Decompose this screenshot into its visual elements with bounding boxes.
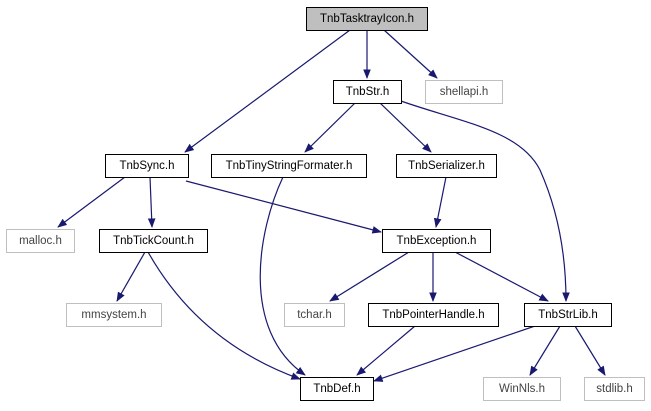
node-label: tchar.h <box>297 309 332 321</box>
node-WinNls: WinNls.h <box>483 377 561 401</box>
node-TnbStrLib[interactable]: TnbStrLib.h <box>524 303 612 327</box>
edge-TnbStr-to-TnbSerializer <box>379 102 432 153</box>
node-label: TnbSerializer.h <box>408 160 485 172</box>
node-TnbException[interactable]: TnbException.h <box>382 229 491 253</box>
node-box <box>105 154 189 178</box>
node-box <box>333 80 402 104</box>
edge-TnbSync-to-TnbTickCount <box>147 176 156 228</box>
node-tchar: tchar.h <box>284 303 345 327</box>
node-label: TnbTickCount.h <box>113 235 194 247</box>
edge-TnbTickCount-to-TnbDef <box>147 251 301 380</box>
node-box <box>300 377 374 401</box>
node-TnbPointerHandle[interactable]: TnbPointerHandle.h <box>368 303 499 327</box>
edge-TnbSerializer-to-TnbException <box>433 176 447 228</box>
edge-TnbStr-to-TnbStrLib <box>397 99 570 302</box>
node-TnbTinyStringFormater[interactable]: TnbTinyStringFormater.h <box>211 154 367 178</box>
edge-TnbTasktrayIcon-to-shellapi <box>383 29 438 79</box>
node-label: TnbTinyStringFormater.h <box>226 160 353 172</box>
node-box <box>6 229 75 253</box>
node-TnbTickCount[interactable]: TnbTickCount.h <box>99 229 208 253</box>
node-malloc: malloc.h <box>6 229 75 253</box>
node-box <box>524 303 612 327</box>
node-box <box>99 229 208 253</box>
node-label: TnbTasktrayIcon.h <box>320 13 414 25</box>
node-box <box>306 7 428 31</box>
node-box <box>66 303 162 327</box>
edge-TnbTinyStringFormater-to-TnbDef <box>259 176 306 376</box>
edge-TnbSync-to-TnbException <box>185 180 382 234</box>
node-TnbStr[interactable]: TnbStr.h <box>333 80 402 104</box>
edge-TnbPointerHandle-to-TnbDef <box>356 325 416 376</box>
node-shellapi: shellapi.h <box>425 80 503 104</box>
node-label: TnbDef.h <box>313 383 360 395</box>
edge-TnbTickCount-to-mmsystem <box>116 251 146 302</box>
node-box <box>211 154 367 178</box>
node-TnbSync[interactable]: TnbSync.h <box>105 154 189 178</box>
node-box <box>483 377 561 401</box>
edge-TnbStrLib-to-WinNls <box>529 325 561 376</box>
node-mmsystem: mmsystem.h <box>66 303 162 327</box>
node-label: TnbException.h <box>397 235 477 247</box>
edge-TnbException-to-TnbStrLib <box>454 251 549 302</box>
node-label: TnbPointerHandle.h <box>382 309 484 321</box>
edge-TnbException-to-tchar <box>329 251 410 302</box>
node-label: TnbStrLib.h <box>538 309 597 321</box>
edge-TnbStrLib-to-TnbDef <box>373 325 536 382</box>
edge-TnbStrLib-to-stdlib <box>574 325 606 376</box>
node-label: TnbSync.h <box>120 160 175 172</box>
node-box <box>382 229 491 253</box>
edge-TnbStr-to-TnbTinyStringFormater <box>304 102 356 153</box>
node-label: stdlib.h <box>596 383 632 395</box>
node-label: shellapi.h <box>440 86 489 98</box>
node-box <box>584 377 645 401</box>
node-label: WinNls.h <box>499 383 545 395</box>
node-label: mmsystem.h <box>81 309 146 321</box>
node-label: TnbStr.h <box>346 86 389 98</box>
node-label: malloc.h <box>19 235 62 247</box>
node-box <box>368 303 499 327</box>
node-TnbDef[interactable]: TnbDef.h <box>300 377 374 401</box>
node-stdlib: stdlib.h <box>584 377 645 401</box>
edge-TnbTasktrayIcon-to-TnbSync <box>184 29 351 153</box>
node-box <box>396 154 497 178</box>
edges-layer <box>57 29 606 382</box>
node-box <box>284 303 345 327</box>
node-TnbTasktrayIcon[interactable]: TnbTasktrayIcon.h <box>306 7 428 31</box>
edge-TnbSync-to-malloc <box>57 176 126 228</box>
node-box <box>425 80 503 104</box>
node-TnbSerializer[interactable]: TnbSerializer.h <box>396 154 497 178</box>
